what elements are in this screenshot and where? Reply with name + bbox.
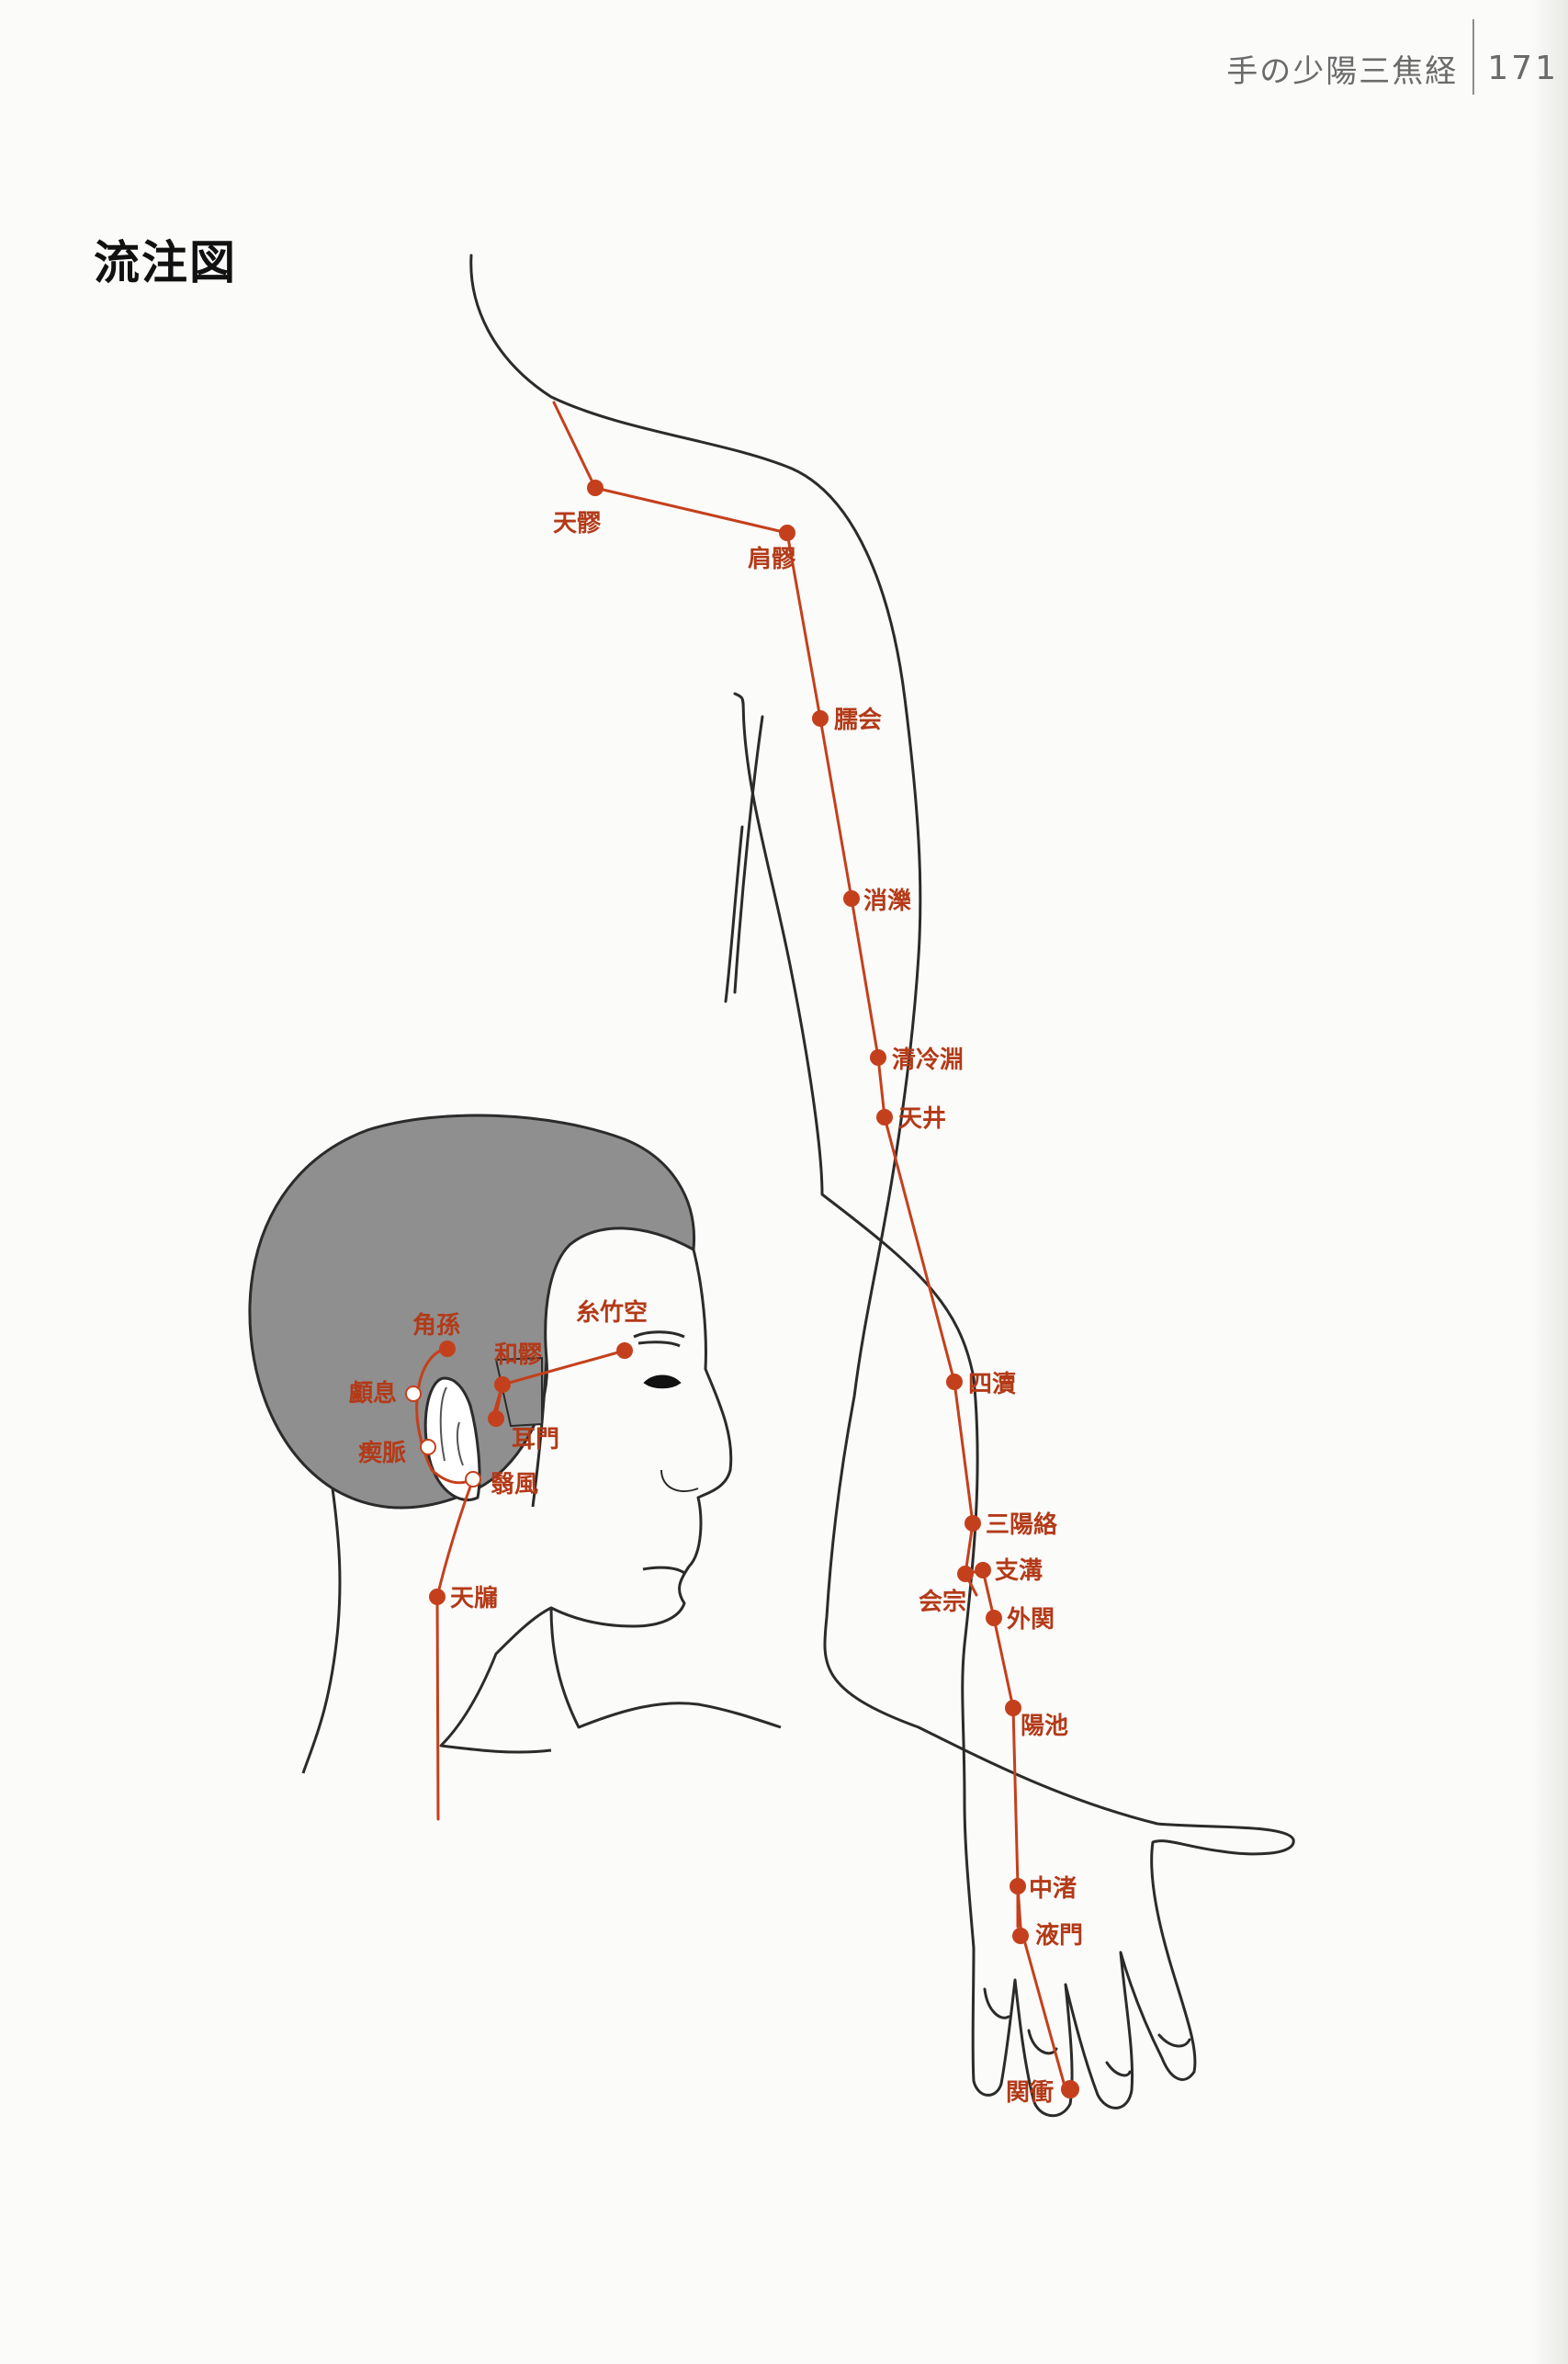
point-shitoku[interactable]: [946, 1374, 963, 1390]
point-jimon[interactable]: [488, 1410, 504, 1427]
point-seireien[interactable]: [870, 1049, 886, 1066]
sideburn: [494, 1356, 543, 1428]
page-spine-shadow: [1531, 0, 1568, 2364]
label-shiko: 支溝: [995, 1557, 1043, 1585]
eye: [643, 1374, 682, 1389]
point-tenyu[interactable]: [429, 1589, 446, 1605]
label-ekimon: 液門: [1035, 1922, 1083, 1950]
chapter-title: 手の少陽三焦経: [1226, 52, 1459, 90]
point-kakuson[interactable]: [439, 1340, 456, 1357]
label-eifu: 翳風: [491, 1471, 538, 1499]
point-tensei[interactable]: [876, 1109, 893, 1125]
header-divider: [1472, 19, 1475, 95]
point-jue[interactable]: [812, 710, 829, 727]
point-chusho[interactable]: [1010, 1878, 1026, 1895]
point-gaikan[interactable]: [986, 1610, 1002, 1626]
arm-outline: [469, 254, 1295, 2118]
label-yochi: 陽池: [1021, 1713, 1068, 1740]
point-eso[interactable]: [957, 1566, 974, 1582]
label-tenyu: 天牖: [450, 1585, 498, 1612]
point-keimyaku[interactable]: [420, 1439, 436, 1455]
label-jimon: 耳門: [512, 1426, 559, 1453]
point-shiko[interactable]: [975, 1562, 991, 1578]
label-seireien: 清冷淵: [892, 1046, 964, 1074]
label-gaikan: 外関: [1007, 1606, 1055, 1634]
label-sanyoraku: 三陽絡: [986, 1510, 1058, 1539]
point-tenryo[interactable]: [587, 480, 604, 496]
label-tenryo: 天髎: [553, 510, 601, 537]
section-title: 流注図: [94, 236, 237, 289]
label-kakuson: 角孫: [412, 1311, 460, 1340]
meridian-points: [405, 480, 1079, 2098]
label-kenryo: 肩髎: [748, 545, 795, 573]
head-outline: [248, 1114, 782, 1774]
label-tensei: 天井: [898, 1105, 946, 1133]
point-kenryo[interactable]: [779, 525, 795, 541]
label-kansho: 関衝: [1006, 2079, 1054, 2107]
point-rosoku[interactable]: [405, 1386, 422, 1402]
label-rosoku: 顱息: [348, 1379, 397, 1408]
point-eifu[interactable]: [465, 1471, 481, 1487]
point-shoreki[interactable]: [843, 890, 860, 907]
label-waryo: 和髎: [494, 1341, 542, 1369]
ear: [423, 1376, 481, 1501]
hair: [248, 1114, 696, 1510]
label-chusho: 中渚: [1029, 1875, 1077, 1903]
point-sanyoraku[interactable]: [964, 1515, 981, 1532]
page-number: 171: [1487, 49, 1559, 87]
running-header: 手の少陽三焦経 171: [1226, 19, 1559, 96]
point-kansho[interactable]: [1061, 2080, 1079, 2098]
label-keimyaku: 瘈脈: [358, 1439, 406, 1467]
meridian-lines: [415, 401, 1067, 2091]
label-eso: 会宗: [919, 1588, 966, 1616]
point-waryo[interactable]: [494, 1376, 511, 1393]
point-labels: 天髎 肩髎 臑会 消濼 清冷淵 天井 四瀆 三陽絡 支溝 会宗 外関 陽池 中渚…: [348, 510, 1083, 2107]
label-shitoku: 四瀆: [968, 1371, 1016, 1398]
label-shoreki: 消濼: [863, 888, 911, 915]
point-shichikuku[interactable]: [616, 1342, 633, 1359]
point-ekimon[interactable]: [1012, 1928, 1029, 1944]
label-shichikuku: 糸竹空: [576, 1298, 648, 1327]
label-jue: 臑会: [834, 707, 882, 734]
point-yochi[interactable]: [1005, 1700, 1021, 1716]
